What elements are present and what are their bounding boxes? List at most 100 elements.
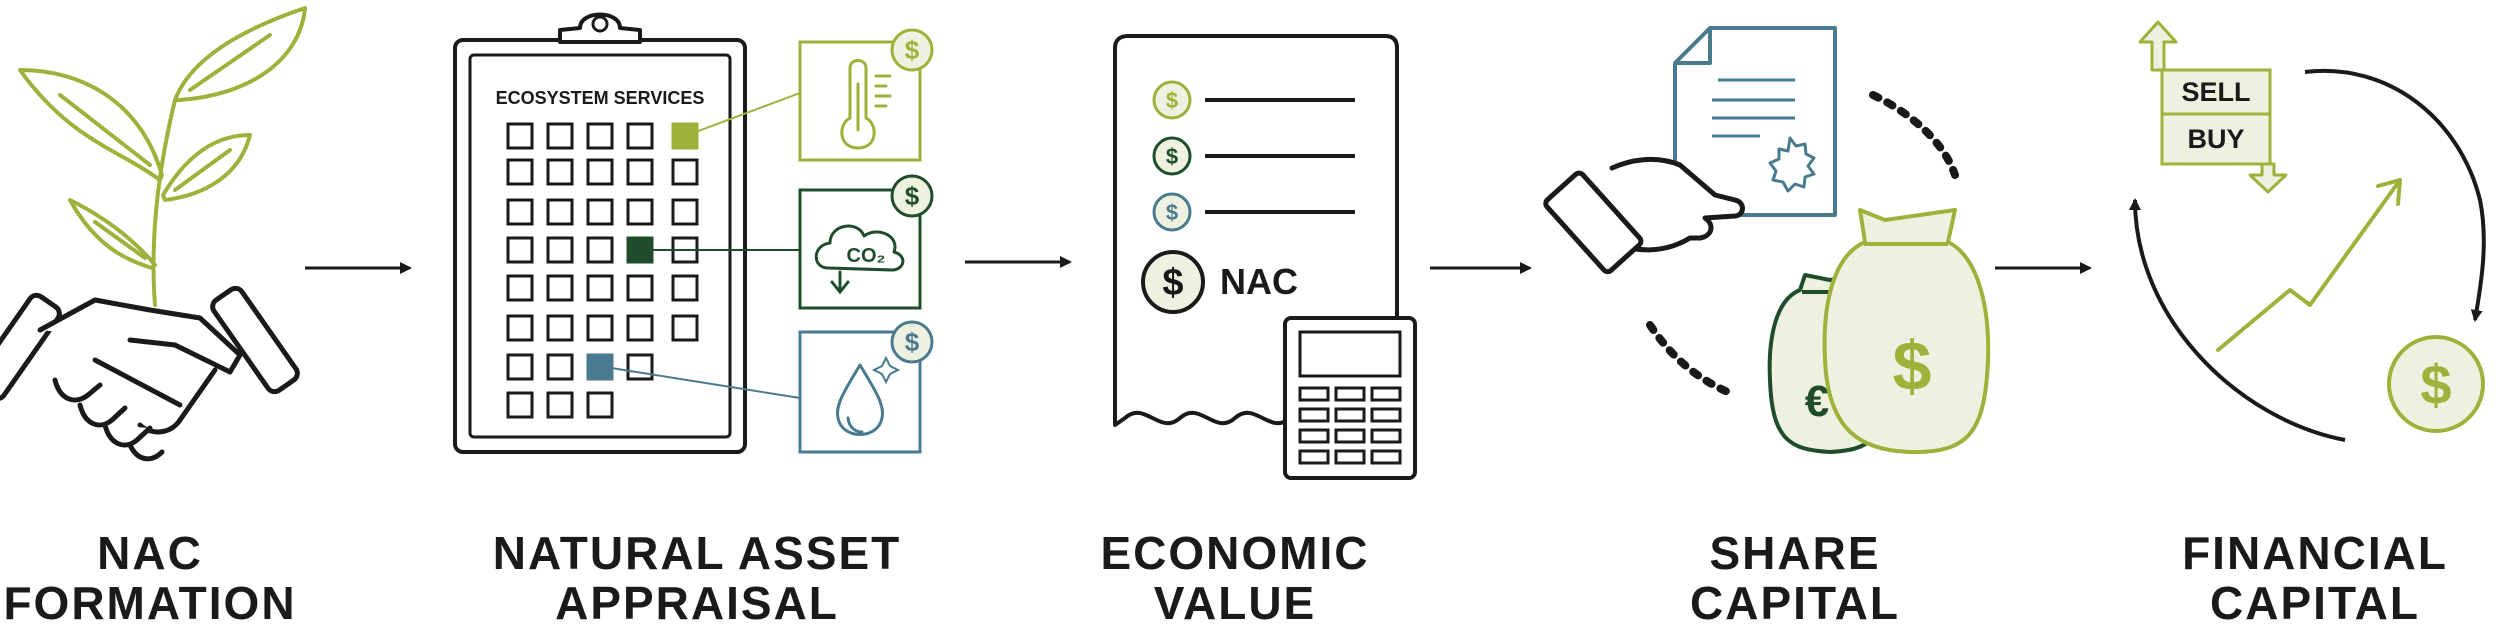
dotted-arcs <box>1646 91 1959 397</box>
calculator-key <box>1334 449 1366 465</box>
checkbox <box>626 274 654 302</box>
checkbox <box>671 314 699 342</box>
calculator-key <box>1298 449 1330 465</box>
trend-arrow-icon <box>2216 178 2402 352</box>
stage-label-nac-formation: NAC FORMATION <box>0 528 360 628</box>
calculator-key <box>1370 407 1402 423</box>
stage-label-line2: APPRAISAL <box>555 577 839 629</box>
checkbox <box>546 314 574 342</box>
water-drop-icon <box>835 363 885 436</box>
thermometer-icon <box>840 59 892 150</box>
calculator-key <box>1370 449 1402 465</box>
dollar-symbol: $ <box>1893 327 1932 405</box>
checkbox <box>626 353 654 381</box>
checkbox <box>546 353 574 381</box>
connector-lines <box>604 92 801 399</box>
checkbox <box>546 236 574 264</box>
buy-label: BUY <box>2187 124 2244 154</box>
currency-badge-blue: $ <box>905 327 920 357</box>
checkbox <box>586 236 614 264</box>
co2-card: CO₂ $ <box>798 174 934 310</box>
stage-label-line2: CAPITAL <box>2210 577 2420 629</box>
checkbox <box>506 353 534 381</box>
calculator-key <box>1370 428 1402 444</box>
checkbox <box>506 314 534 342</box>
checkbox <box>586 158 614 186</box>
down-arrow-icon <box>830 270 850 295</box>
checkbox <box>586 274 614 302</box>
stage-label-line1: SHARE <box>1709 527 1881 579</box>
stage-label-natural-asset-appraisal: NATURAL ASSET APPRAISAL <box>487 528 907 628</box>
calculator-key <box>1298 407 1330 423</box>
checkbox <box>546 158 574 186</box>
stage-label-line2: VALUE <box>1153 577 1317 629</box>
checkbox <box>506 274 534 302</box>
checkbox <box>506 198 534 226</box>
sell-buy-cycle-icon: SELL BUY $ <box>2129 20 2486 442</box>
dollar-bag-icon: $ <box>1822 208 1991 454</box>
checkbox <box>506 391 534 419</box>
hand-icon <box>1543 157 1745 275</box>
nac-coin: $ <box>1162 262 1183 304</box>
checkbox <box>671 158 699 186</box>
calculator-key <box>1298 386 1330 402</box>
stage-label-economic-value: ECONOMIC VALUE <box>1025 528 1445 628</box>
stage-label-share-capital: SHARE CAPITAL <box>1585 528 2005 628</box>
clipboard-icon: ECOSYSTEM SERVICES <box>453 12 747 454</box>
checkbox <box>626 198 654 226</box>
checkbox <box>546 391 574 419</box>
checkbox <box>626 158 654 186</box>
checkbox <box>506 158 534 186</box>
nac-label: NAC <box>1220 261 1298 302</box>
stage-label-financial-capital: FINANCIAL CAPITAL <box>2105 528 2500 628</box>
calculator-icon <box>1283 316 1417 480</box>
checkbox <box>586 198 614 226</box>
coin-blue: $ <box>1166 200 1178 225</box>
checkbox <box>626 314 654 342</box>
stage-label-line1: NATURAL ASSET <box>492 527 902 579</box>
plant-icon <box>18 6 307 307</box>
currency-badge-green: $ <box>905 35 920 65</box>
stage-label-line1: ECONOMIC <box>1100 527 1370 579</box>
stage-label-line1: NAC <box>97 527 203 579</box>
calculator-key <box>1370 386 1402 402</box>
clipboard-title: ECOSYSTEM SERVICES <box>496 88 705 108</box>
calculator-key <box>1334 407 1366 423</box>
checkbox <box>671 198 699 226</box>
sell-label: SELL <box>2181 77 2250 107</box>
cloud-icon <box>814 224 905 272</box>
buy-box: BUY <box>2160 112 2288 194</box>
checkbox <box>506 236 534 264</box>
thermometer-card: $ <box>798 28 934 162</box>
stage-label-line2: FORMATION <box>3 577 297 629</box>
checkbox <box>586 391 614 419</box>
water-card: $ <box>798 320 934 454</box>
sell-box: SELL <box>2138 20 2272 116</box>
calculator-key <box>1334 386 1366 402</box>
calculator-key <box>1298 428 1330 444</box>
calculator-key <box>1334 428 1366 444</box>
coin-dark: $ <box>1166 144 1178 169</box>
dollar-coin: $ <box>2420 353 2451 416</box>
checkbox <box>671 274 699 302</box>
plant-handshake-icon <box>0 6 307 462</box>
stage-label-line1: FINANCIAL <box>2182 527 2448 579</box>
hand-certificate-money-bags-icon: € $ <box>1543 26 1991 454</box>
checkbox <box>506 122 534 150</box>
stage-label-line2: CAPITAL <box>1690 577 1900 629</box>
checkbox <box>626 122 654 150</box>
certificate-icon <box>1673 26 1837 217</box>
checkbox <box>546 198 574 226</box>
receipt-calculator-icon: $ $ $ $ NAC <box>1113 34 1417 480</box>
checkbox <box>546 274 574 302</box>
currency-badge-dark: $ <box>905 181 920 211</box>
co2-label: CO₂ <box>847 245 886 267</box>
checkbox <box>586 314 614 342</box>
checkbox <box>546 122 574 150</box>
coin-green: $ <box>1166 88 1178 113</box>
cycle-arrows <box>2129 68 2486 442</box>
euro-symbol: € <box>1805 377 1829 426</box>
handshake-icon <box>0 285 300 462</box>
checkbox <box>586 122 614 150</box>
